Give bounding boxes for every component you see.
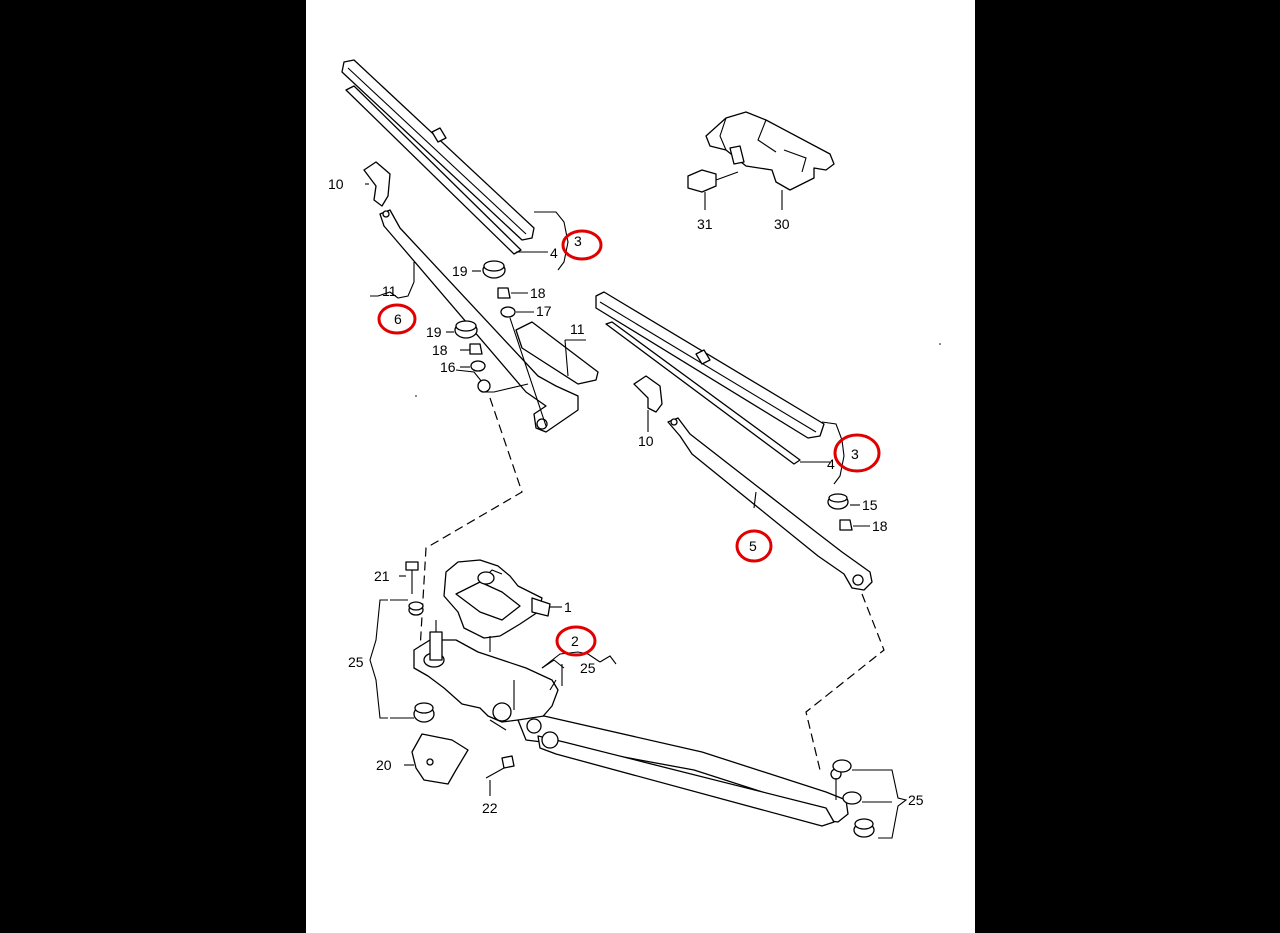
fasteners-upper-left bbox=[446, 260, 547, 427]
label-cap-15: 15 bbox=[862, 497, 878, 513]
assembly-guide-lines bbox=[419, 397, 885, 771]
label-motor-1: 1 bbox=[564, 599, 572, 615]
highlight-circle-6 bbox=[377, 303, 417, 335]
label-bushing-25-mid: 25 bbox=[580, 660, 596, 676]
label-linkage-frame-2: 2 bbox=[571, 633, 579, 649]
part-labels: 10 11 6 3 4 19 18 17 11 19 18 16 31 30 1… bbox=[328, 176, 924, 816]
highlight-circle-3-left bbox=[561, 229, 603, 261]
label-wiper-arm-right: 10 bbox=[638, 433, 654, 449]
label-cover-lower: 11 bbox=[570, 321, 585, 337]
label-pump-30: 30 bbox=[774, 216, 790, 232]
washer-pump bbox=[687, 111, 835, 210]
wiper-arm-right bbox=[633, 375, 873, 591]
wiper-arm-left bbox=[363, 161, 599, 433]
bushings-right bbox=[832, 759, 908, 839]
fasteners-right bbox=[827, 493, 870, 531]
wiper-system-exploded-diagram: 10 11 6 3 4 19 18 17 11 19 18 16 31 30 1… bbox=[328, 59, 941, 839]
label-arm-assembly-left: 6 bbox=[394, 311, 402, 327]
label-cap-19-upper: 19 bbox=[452, 263, 468, 279]
label-wiper-arm-left: 10 bbox=[328, 176, 344, 192]
label-nut-18-right: 18 bbox=[872, 518, 888, 534]
highlight-circle-3-right bbox=[833, 433, 881, 473]
bolt-21 bbox=[399, 561, 419, 594]
bushing-25-bracket-mid bbox=[541, 651, 601, 669]
label-bolt-22: 22 bbox=[482, 800, 498, 816]
label-wiper-blade-right: 3 bbox=[851, 446, 859, 462]
wiper-linkage-frame bbox=[413, 620, 849, 827]
diagram-sheet: 10 11 6 3 4 19 18 17 11 19 18 16 31 30 1… bbox=[306, 0, 975, 933]
label-washer-16: 16 bbox=[440, 359, 456, 375]
label-nut-18-lower: 18 bbox=[432, 342, 448, 358]
label-nut-18-upper: 18 bbox=[530, 285, 546, 301]
label-cover-upper: 11 bbox=[382, 283, 397, 299]
wiper-blade-left bbox=[341, 59, 569, 271]
label-blade-insert-left: 4 bbox=[550, 245, 558, 261]
wiper-motor bbox=[443, 559, 562, 652]
highlight-circles bbox=[377, 229, 881, 657]
bracket-20 bbox=[404, 733, 469, 785]
bolt-22 bbox=[485, 755, 515, 796]
label-connector-31: 31 bbox=[697, 216, 713, 232]
speck bbox=[939, 343, 941, 345]
wiper-blade-right bbox=[595, 291, 845, 485]
bushings-left bbox=[369, 599, 435, 723]
label-wiper-blade-left: 3 bbox=[574, 233, 582, 249]
label-bushing-25-left: 25 bbox=[348, 654, 364, 670]
label-bolt-21: 21 bbox=[374, 568, 390, 584]
highlight-circle-5 bbox=[735, 529, 773, 563]
label-blade-insert-right: 4 bbox=[827, 456, 835, 472]
label-bracket-20: 20 bbox=[376, 757, 392, 773]
label-cap-19-lower: 19 bbox=[426, 324, 442, 340]
label-arm-assembly-right: 5 bbox=[749, 538, 757, 554]
highlight-circle-2 bbox=[555, 625, 597, 657]
label-washer-17: 17 bbox=[536, 303, 552, 319]
speck bbox=[415, 395, 417, 397]
label-bushing-25-right: 25 bbox=[908, 792, 924, 808]
